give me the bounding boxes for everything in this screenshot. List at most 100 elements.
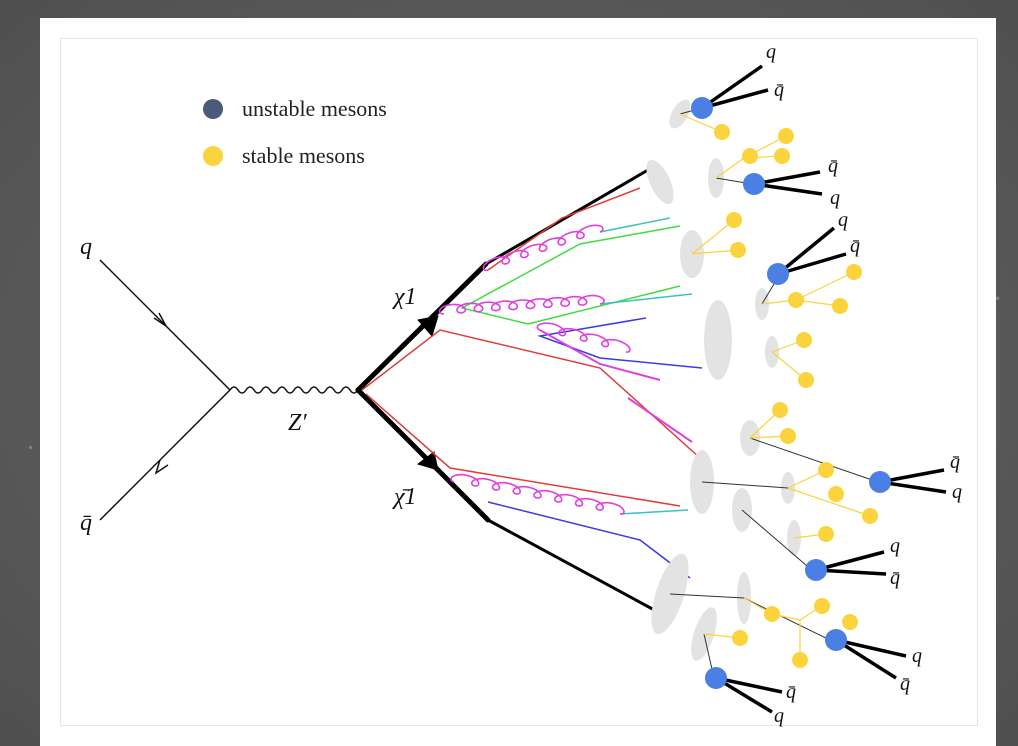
branch-line	[691, 219, 735, 255]
cyan-string-2	[599, 293, 693, 305]
stable-meson	[780, 428, 796, 444]
label-q: q	[838, 209, 848, 231]
label-q: q	[912, 645, 922, 667]
stable-meson	[732, 630, 748, 646]
quark-leg	[700, 64, 764, 110]
label-chi1bar: χ̄1	[392, 484, 417, 510]
stable-meson	[788, 292, 804, 308]
stable-meson	[796, 332, 812, 348]
stable-meson	[726, 212, 742, 228]
quark-leg	[753, 170, 821, 186]
stable-meson	[846, 264, 862, 280]
label-qbar: q̄	[850, 235, 860, 257]
gluon-2	[438, 294, 605, 315]
label-q: q	[952, 481, 962, 503]
label-qbar: q̄	[900, 673, 910, 695]
unstable-meson	[767, 263, 789, 285]
chi-lines	[355, 168, 660, 614]
antiquark-line-in	[99, 389, 231, 521]
magenta-string-2	[627, 397, 693, 443]
legend-unstable-label: unstable mesons	[242, 96, 387, 121]
legend-stable-swatch	[203, 146, 223, 166]
branch-line	[715, 157, 745, 179]
unstable-meson-group	[835, 638, 907, 680]
feynman-diagram: unstable mesons stable mesons q q̄ Z′ χ1…	[80, 41, 962, 727]
stable-meson	[862, 508, 878, 524]
unstable-meson	[743, 173, 765, 195]
green-string	[459, 225, 681, 325]
stable-meson	[772, 402, 788, 418]
gluon-1	[482, 224, 604, 272]
decay-lines	[669, 107, 879, 679]
gluon-3	[536, 322, 631, 353]
branch-line	[787, 487, 871, 517]
unstable-meson-group	[700, 64, 769, 110]
label-qbar: q̄	[890, 567, 900, 589]
quark-leg	[777, 252, 847, 276]
label-zprime: Z′	[288, 410, 307, 436]
unstable-meson	[869, 471, 891, 493]
cyan-string-1	[599, 217, 671, 233]
figure-card: unstable mesons stable mesons q q̄ Z′ χ1…	[40, 18, 996, 746]
legend-unstable-swatch	[203, 99, 223, 119]
unstable-meson	[691, 97, 713, 119]
label-q: q	[890, 535, 900, 557]
unstable-meson-group	[715, 676, 783, 714]
chi1-line	[355, 261, 489, 393]
unstable-meson-group	[776, 226, 847, 276]
hadron-blobs	[646, 99, 801, 661]
decay-line	[741, 509, 815, 573]
unstable-mesons: q q̄ q̄ q q q̄ q̄ q	[691, 41, 962, 727]
label-chi1: χ1	[392, 284, 417, 310]
quark-leg	[879, 480, 947, 494]
unstable-meson-group	[753, 170, 823, 196]
zprime-propagator	[229, 386, 359, 394]
quark-leg	[753, 182, 823, 196]
hadron-blob	[704, 300, 732, 380]
stable-meson	[714, 124, 730, 140]
stable-meson	[764, 606, 780, 622]
stable-meson	[828, 486, 844, 502]
chi1-arrow	[417, 315, 439, 338]
magenta-string-1	[539, 329, 661, 381]
decay-line	[701, 481, 789, 489]
stable-meson	[730, 242, 746, 258]
stable-meson	[814, 598, 830, 614]
stable-meson	[818, 526, 834, 542]
label-q-in: q	[80, 234, 92, 260]
stable-meson	[778, 128, 794, 144]
decay-line	[749, 437, 879, 483]
incoming-quarks	[99, 259, 231, 521]
decay-line	[743, 597, 835, 643]
stable-meson	[792, 652, 808, 668]
unstable-meson	[825, 629, 847, 651]
gluon-4	[450, 473, 625, 515]
quark-leg	[776, 226, 836, 276]
stable-meson	[774, 148, 790, 164]
quark-leg	[835, 638, 897, 680]
label-qbar: q̄	[950, 451, 960, 473]
legend: unstable mesons stable mesons	[203, 96, 387, 168]
stable-mesons	[714, 124, 878, 668]
chi1bar-line	[355, 387, 491, 523]
chi1-outer	[484, 168, 650, 266]
label-q: q	[830, 187, 840, 209]
red-string-2	[361, 329, 701, 459]
cyan-string-3	[619, 509, 689, 515]
color-strings	[361, 187, 703, 579]
label-qbar-in: q̄	[80, 510, 92, 536]
quark-leg	[815, 550, 885, 572]
unstable-meson	[805, 559, 827, 581]
branch-line	[795, 271, 855, 301]
label-qbar: q̄	[774, 79, 784, 101]
red-string-3	[365, 393, 681, 507]
quark-leg	[835, 638, 907, 658]
chi1bar-outer	[486, 518, 660, 614]
figure-frame	[60, 38, 978, 726]
label-q: q	[766, 41, 776, 63]
label-qbar: q̄	[828, 155, 838, 177]
stable-meson	[798, 372, 814, 388]
label-q: q	[774, 705, 784, 727]
antiquark-arrow-in	[154, 459, 169, 475]
decay-line	[669, 593, 745, 599]
